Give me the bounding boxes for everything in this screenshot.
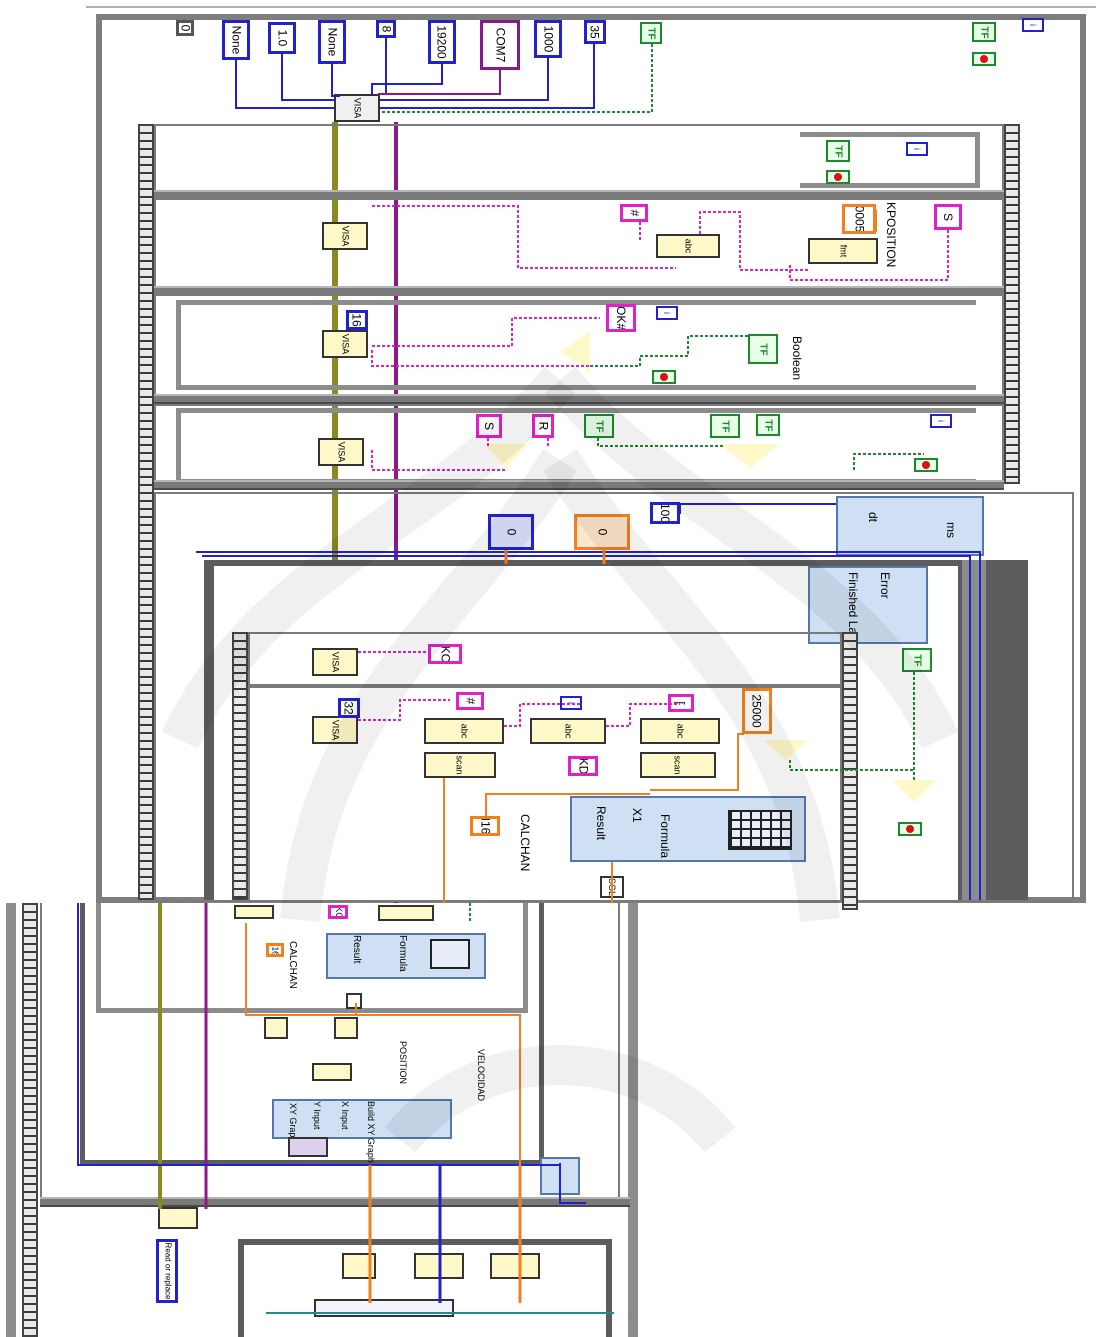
body-wires: [0, 0, 1098, 903]
diagram-canvas: 0 None 1.0 None 8 19200 COM7 1000 35 TF …: [0, 0, 1098, 903]
lower-diagram: Formula Result CALCHAN KC I16 Build XY G…: [0, 903, 700, 1337]
lower-wires: [0, 903, 700, 1337]
